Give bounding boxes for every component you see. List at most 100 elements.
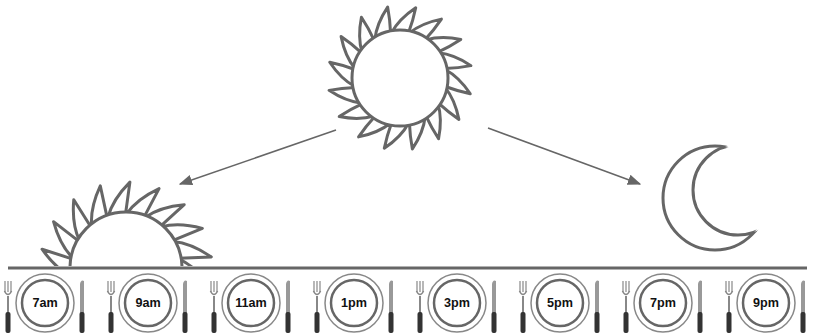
plate-node: 7am xyxy=(15,273,75,333)
fork-neck xyxy=(213,296,215,313)
plate-node: 5pm xyxy=(530,273,590,333)
horizon-line xyxy=(8,267,807,270)
fork-icon xyxy=(725,281,732,333)
fork-neck xyxy=(522,296,524,313)
time-label: 3pm xyxy=(427,296,487,310)
knife-blade xyxy=(595,280,599,313)
fork-tine xyxy=(725,281,726,292)
fork-tine xyxy=(422,281,423,292)
fork-base xyxy=(519,291,526,295)
fork-handle xyxy=(315,312,320,333)
fork-tine xyxy=(319,281,320,292)
plate-rim xyxy=(325,274,383,332)
knife-icon xyxy=(492,280,497,333)
plate-rim xyxy=(16,274,74,332)
fork-neck xyxy=(110,296,112,313)
plate-node: 7pm xyxy=(633,273,693,333)
rising-sun-icon xyxy=(41,182,212,266)
fork-tine xyxy=(4,281,5,292)
knife-icon xyxy=(389,280,394,333)
sun-rays xyxy=(329,7,471,149)
knife-handle xyxy=(698,312,703,333)
sun-disc xyxy=(70,212,182,266)
fork-tine xyxy=(728,281,729,292)
knife-blade xyxy=(389,280,393,313)
moon-icon xyxy=(663,145,783,250)
knife-icon xyxy=(80,280,85,333)
knife-handle xyxy=(595,312,600,333)
fork-handle xyxy=(521,312,526,333)
plate-rim xyxy=(119,274,177,332)
fork-base xyxy=(210,291,217,295)
fork-neck xyxy=(728,296,730,313)
fork-tine xyxy=(316,281,317,292)
fork-tine xyxy=(110,281,111,292)
fork-tine xyxy=(113,281,114,292)
fork-base xyxy=(4,291,11,295)
plate-rim xyxy=(531,274,589,332)
fork-icon xyxy=(622,281,629,333)
fork-icon xyxy=(107,281,114,333)
knife-handle xyxy=(286,312,291,333)
fork-handle xyxy=(6,312,11,333)
fork-base xyxy=(725,291,732,295)
fork-tine xyxy=(313,281,314,292)
fork-tine xyxy=(216,281,217,292)
sun-disc xyxy=(352,30,448,126)
fork-handle xyxy=(418,312,423,333)
time-label: 11am xyxy=(221,296,281,310)
fork-handle xyxy=(624,312,629,333)
plate-node: 1pm xyxy=(324,273,384,333)
plate-rim xyxy=(222,274,280,332)
time-label: 1pm xyxy=(324,296,384,310)
knife-blade xyxy=(183,280,187,313)
time-label: 7pm xyxy=(633,296,693,310)
sun-icon xyxy=(329,7,471,149)
arrow xyxy=(180,130,336,184)
fork-tine xyxy=(628,281,629,292)
fork-neck xyxy=(316,296,318,313)
fork-neck xyxy=(419,296,421,313)
fork-tine xyxy=(213,281,214,292)
plate-node: 9pm xyxy=(736,273,796,333)
plate-rim xyxy=(634,274,692,332)
fork-tine xyxy=(622,281,623,292)
fork-tine xyxy=(625,281,626,292)
fork-handle xyxy=(109,312,114,333)
time-label: 9am xyxy=(118,296,178,310)
knife-handle xyxy=(80,312,85,333)
fork-neck xyxy=(625,296,627,313)
fork-icon xyxy=(4,281,11,333)
knife-blade xyxy=(286,280,290,313)
knife-icon xyxy=(286,280,291,333)
knife-icon xyxy=(698,280,703,333)
fork-tine xyxy=(7,281,8,292)
moon-inner-arc xyxy=(693,145,783,235)
fork-base xyxy=(107,291,114,295)
plate-rim xyxy=(428,274,486,332)
fork-handle xyxy=(212,312,217,333)
plate-node: 3pm xyxy=(427,273,487,333)
knife-handle xyxy=(492,312,497,333)
knife-icon xyxy=(595,280,600,333)
fork-tine xyxy=(419,281,420,292)
plate-node: 9am xyxy=(118,273,178,333)
fork-tine xyxy=(731,281,732,292)
knife-icon xyxy=(801,280,806,333)
arrow xyxy=(488,128,640,184)
sun-rays xyxy=(41,182,212,266)
knife-blade xyxy=(801,280,805,313)
knife-icon xyxy=(183,280,188,333)
plate-node: 11am xyxy=(221,273,281,333)
fork-tine xyxy=(210,281,211,292)
plate-rim xyxy=(737,274,795,332)
fork-tine xyxy=(519,281,520,292)
fork-tine xyxy=(107,281,108,292)
fork-tine xyxy=(10,281,11,292)
fork-icon xyxy=(210,281,217,333)
fork-icon xyxy=(519,281,526,333)
fork-base xyxy=(622,291,629,295)
